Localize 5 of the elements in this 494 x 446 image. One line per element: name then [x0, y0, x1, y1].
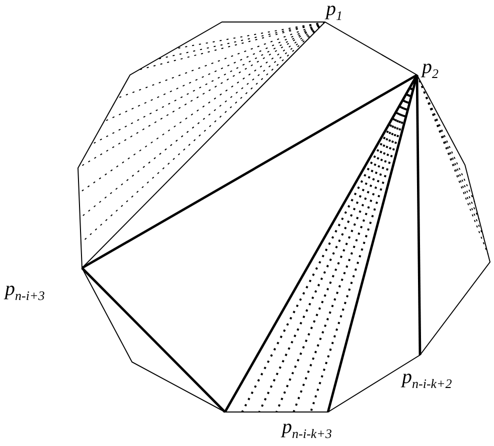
vertex-label: p$_{n-i-k+2}$: [400, 366, 453, 393]
vertex-label: p$_{1}$: [324, 0, 344, 25]
vertex-label: p$_{n-i+3}$: [3, 278, 46, 305]
vertex-label: p$_{2}$: [420, 56, 440, 83]
vertex-label: p$_{n-i-k+3}$: [280, 416, 333, 443]
